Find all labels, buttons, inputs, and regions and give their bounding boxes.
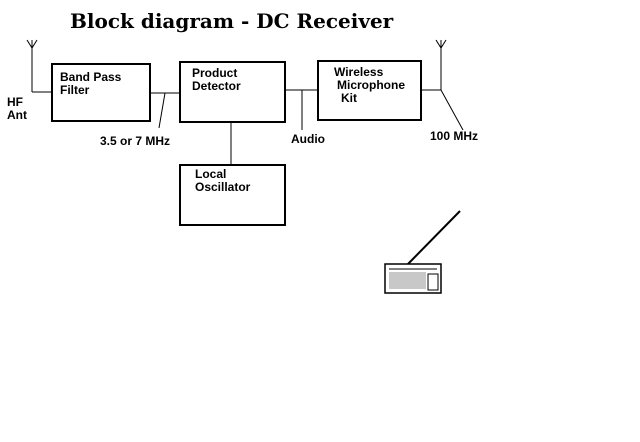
diagram-title: Block diagram - DC Receiver [70, 9, 394, 33]
freq-in-label: 3.5 or 7 MHz [100, 134, 171, 148]
hf-ant-label: HF Ant [7, 95, 27, 122]
wireless-kit-block [317, 60, 422, 121]
product-detector-block [179, 61, 286, 123]
freq-out-pointer [440, 89, 464, 131]
wireless-kit-label: Wireless Microphone Kit [334, 65, 405, 105]
vhf-antenna-icon [435, 39, 447, 90]
freq-in-pointer [158, 92, 166, 129]
band-pass-filter-label: Band Pass Filter [60, 70, 122, 97]
fm-radio-icon [384, 210, 461, 294]
freq-out-label: 100 MHz [430, 129, 479, 143]
product-detector-label: Product Detector [192, 66, 241, 93]
local-oscillator-label: Local Oscillator [195, 167, 251, 194]
hf-antenna-icon [26, 39, 38, 92]
local-oscillator-block [179, 164, 286, 226]
audio-label: Audio [291, 132, 325, 146]
